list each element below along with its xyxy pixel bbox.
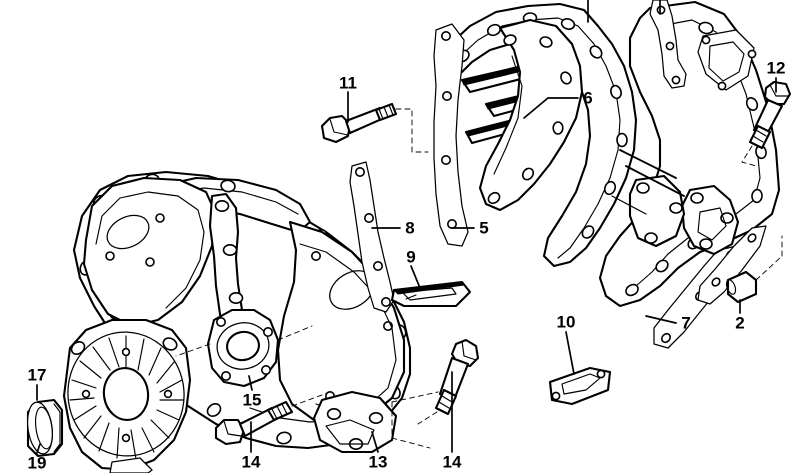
small-rectangular-gasket: [548, 366, 612, 406]
round-bearing-flange: [175, 308, 313, 388]
dowel-pin: [725, 235, 783, 304]
callout-leader-lines: [36, 0, 777, 454]
callout-number-10: 10: [556, 312, 576, 332]
upper-right-timing-cover-group: [433, 0, 781, 349]
lower-cover-lug: [312, 390, 398, 454]
callout-number-8: 8: [405, 218, 415, 238]
callout-number-9: 9: [406, 247, 416, 267]
upper-left-subcover: [82, 176, 218, 328]
callout-number-5: 5: [479, 218, 489, 238]
front-cover-right-lobe: [276, 220, 406, 426]
callout-number-11: 11: [339, 73, 357, 93]
gasket-strip-right-inner: [697, 225, 767, 305]
callout-number-14-right: 14: [442, 452, 462, 472]
cover-bracket-mid: [628, 174, 686, 248]
timing-case-gasket-left: [433, 23, 469, 247]
hex-head-bolt-lower-left: [214, 391, 331, 446]
callout-number-2: 2: [735, 313, 745, 333]
shaft-seal-ring: [26, 398, 64, 458]
center-cover-casting: [478, 18, 584, 212]
callout-number-17: 17: [27, 365, 47, 385]
callout-number-12: 12: [766, 58, 786, 78]
callout-number-7: 7: [681, 313, 691, 333]
water-pump-impeller-assembly: [62, 318, 192, 473]
hex-head-bolt-lower-right: [417, 338, 480, 425]
callout-number-19: 19: [27, 453, 47, 473]
callout-number-15: 15: [242, 390, 262, 410]
triangular-gasket-flange: [697, 29, 757, 91]
callout-number-14-left: 14: [241, 452, 261, 472]
impeller-vanes: [69, 335, 184, 460]
hex-head-bolt-long: [320, 102, 429, 153]
gasket-strip-left: [349, 161, 395, 313]
cover-bracket-right: [680, 184, 740, 256]
callout-number-13: 13: [368, 452, 388, 472]
callout-number-6: 6: [583, 88, 593, 108]
front-timing-case-cover-group: [72, 170, 439, 454]
flat-seal-plate: [390, 280, 472, 308]
